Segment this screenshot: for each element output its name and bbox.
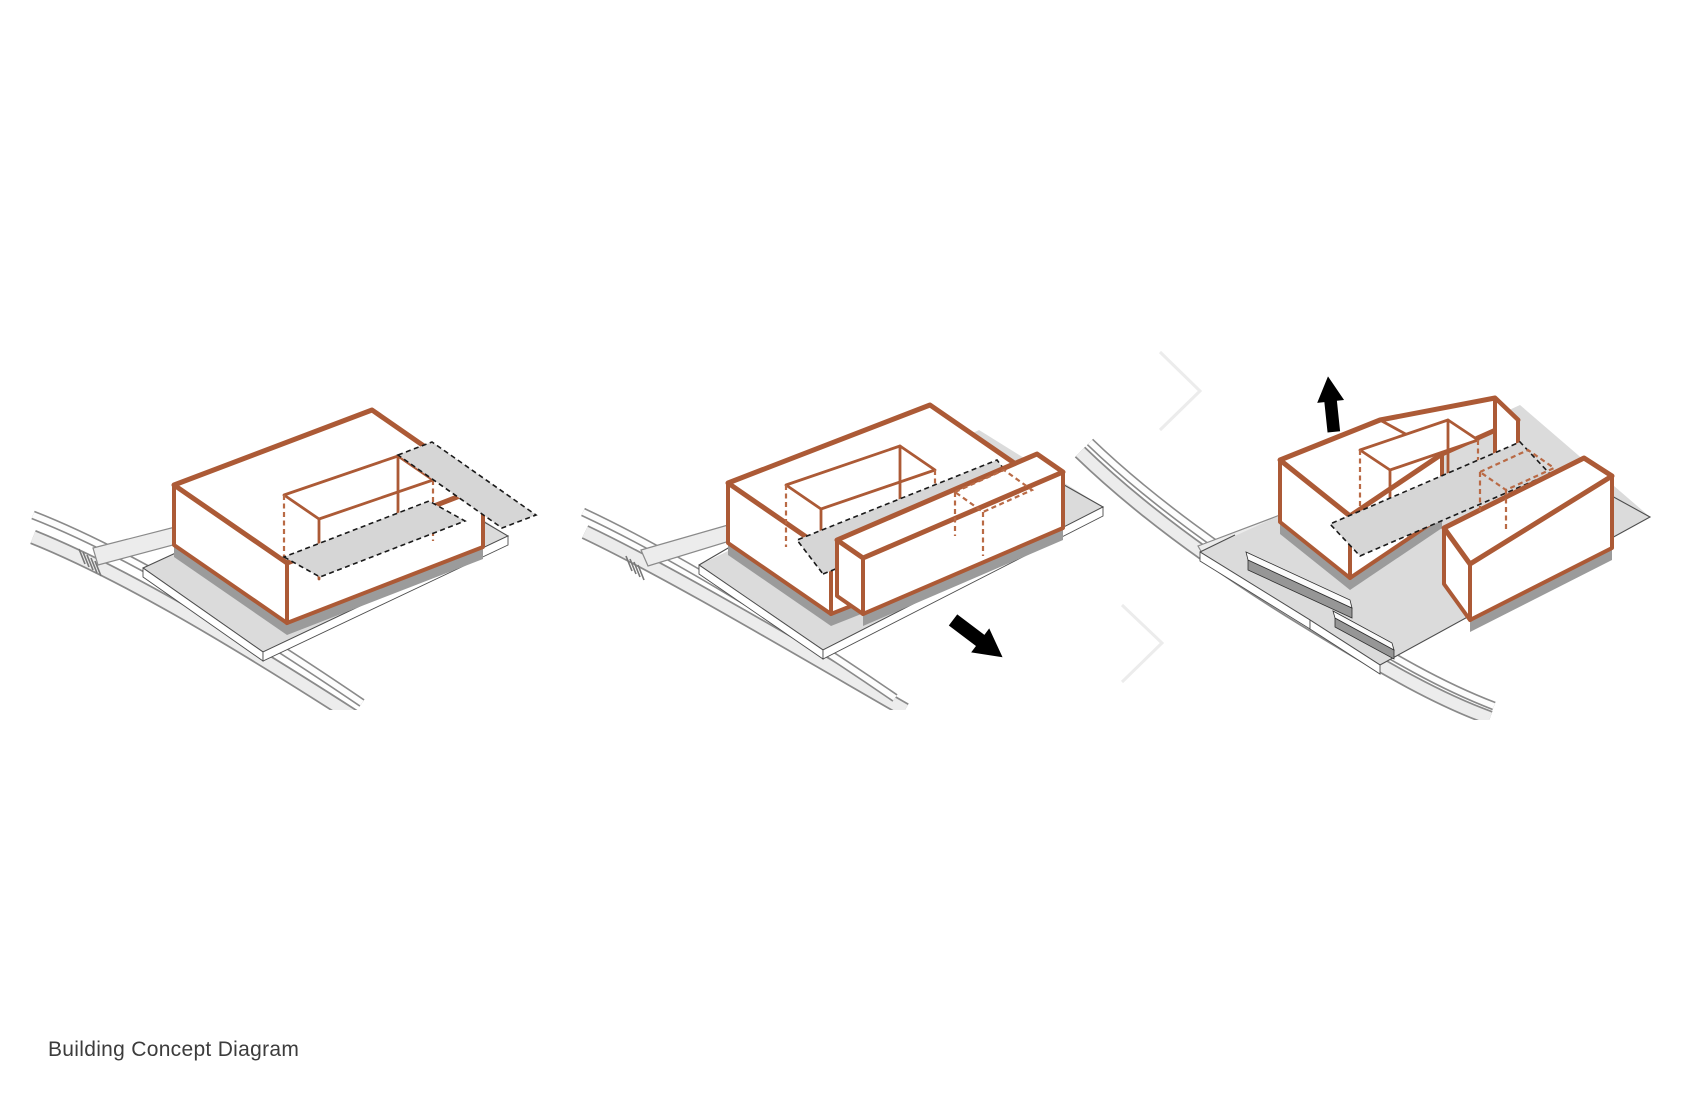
step-1-base-volume [30,407,538,734]
sequence-chevron-icon [1120,603,1165,684]
building-plinth [174,545,483,635]
shadow-bars [282,441,538,578]
shifted-bar-volume [834,451,1066,626]
step-3-lifted-roof [1074,350,1652,726]
diagram-step-3 [1050,320,1700,726]
ghost-outline [1477,448,1557,530]
exposed-ground-bar [1328,441,1552,557]
sequence-chevron-icon [1158,350,1203,432]
crosswalk [625,555,645,581]
southeast-arrow-icon [948,614,1003,658]
through-wall-shadow-bar [396,441,538,529]
up-arrow-icon [1317,376,1345,433]
courtyard-shadow-bar [282,500,467,578]
ghost-outline [952,468,1035,556]
diagram-step-2 [545,360,1115,717]
diagram-step-1 [30,365,580,734]
step-2-shifted-bar [581,402,1105,717]
crosswalk [78,548,102,577]
diagram-caption: Building Concept Diagram [48,1038,300,1061]
bar-roof [1441,455,1615,567]
bar-roof [834,451,1066,561]
sequence-chevrons [1120,350,1203,684]
retaining-walls [1245,551,1395,660]
shifted-bar-volume [1441,455,1615,632]
building-plinth [1280,516,1442,590]
